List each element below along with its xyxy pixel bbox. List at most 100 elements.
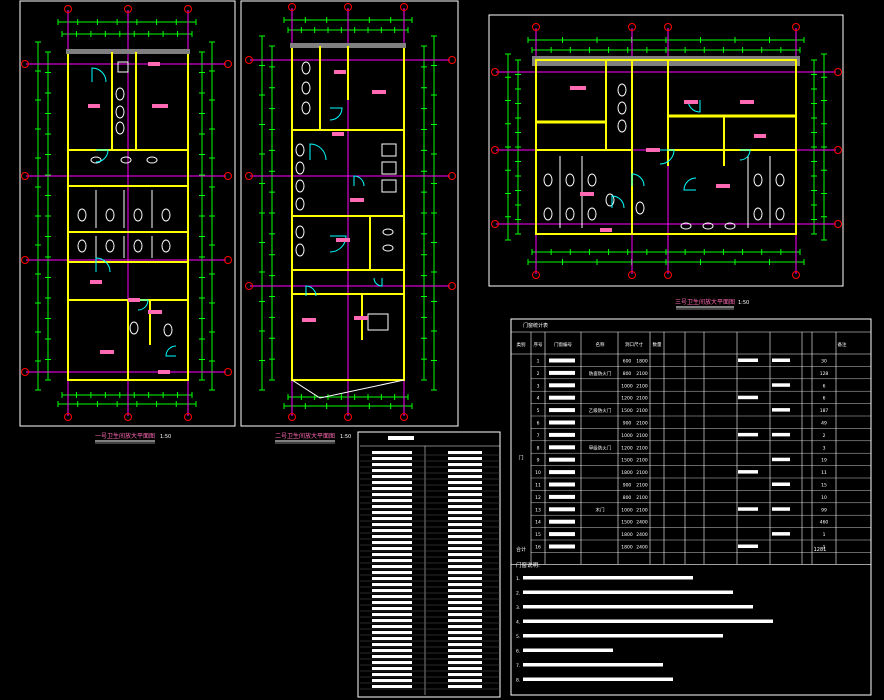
p1-axis-bubble-bottom [64, 413, 72, 421]
schedule-row-name: 乙级防火门 [589, 407, 612, 414]
plan-3 [491, 23, 842, 279]
p2-toilet [295, 197, 305, 211]
schedule-row-qty: 1 [823, 545, 826, 551]
schedule-row-code-bar [549, 395, 575, 400]
plan-1-dimensions [21, 5, 232, 421]
schedule-note-text-bar [523, 590, 733, 594]
p3-axis-bubble-left [491, 68, 499, 76]
schedule-row-code-bar [549, 408, 575, 413]
legend-row-right-bar [448, 535, 482, 538]
schedule-note-text-bar [523, 634, 723, 638]
p2-axis-bubble-top [288, 3, 296, 11]
schedule-row-height: 2100 [636, 470, 648, 476]
p2-shaft [367, 313, 389, 331]
schedule-row-name: 甲级防火门 [589, 444, 612, 451]
schedule-row-code-bar [549, 532, 575, 537]
plan-2 [245, 3, 456, 421]
legend-row-left-bar [372, 481, 412, 484]
p2-stall [381, 179, 397, 193]
plan-3-fixtures [543, 83, 785, 232]
p2-axis-bubble-bottom [344, 413, 352, 421]
legend-row-left-bar [372, 631, 412, 634]
schedule-row-no: 6 [537, 421, 540, 427]
legend-row-left-bar [372, 517, 412, 520]
p2-axis-bubble-right [448, 172, 456, 180]
schedule-row-height: 2100 [636, 421, 648, 427]
p3-axis-bubble-left [491, 146, 499, 154]
p1-room-label [128, 298, 140, 302]
schedule-row-no: 16 [535, 545, 541, 551]
p1-toilet [163, 323, 173, 337]
p2-axis-bubble-right [448, 56, 456, 64]
p1-top-wall-band [66, 49, 190, 54]
schedule-row-no: 8 [537, 445, 540, 451]
schedule-row-height: 2100 [636, 445, 648, 451]
plan-3-frame [488, 14, 844, 287]
legend-row-right-bar [448, 571, 482, 574]
p3-axis-bubble-right [834, 146, 842, 154]
p2-top-wall-band [290, 43, 406, 48]
schedule-row-code-bar [549, 457, 575, 462]
schedule-row-code-bar [549, 432, 575, 437]
legend-row-right-bar [448, 595, 482, 598]
p2-toilet [295, 243, 305, 257]
schedule-header-cell: 门窗编号 [554, 341, 572, 348]
schedule-row-qty: 11 [821, 470, 827, 476]
legend-row-right-bar [448, 577, 482, 580]
schedule-row-height: 2100 [636, 408, 648, 414]
schedule-row-width: 1200 [621, 445, 633, 451]
legend-row-left-bar [372, 613, 412, 616]
p1-room-label [90, 280, 102, 284]
schedule-row-no: 13 [535, 507, 541, 513]
p1-door [95, 257, 111, 273]
schedule-note-no: 5. [516, 634, 520, 640]
schedule-frame [510, 318, 872, 696]
schedule-row-height: 2100 [636, 383, 648, 389]
schedule-row-code-bar [549, 445, 575, 450]
p1-toilet [115, 105, 125, 119]
p3-toilet [587, 173, 597, 187]
schedule-total-label: 合计 [516, 546, 526, 553]
p2-toilet [295, 143, 305, 157]
p1-sink [90, 156, 102, 164]
schedule-row-height: 2100 [636, 396, 648, 402]
legend-row-left-bar [372, 583, 412, 586]
legend-row-left-bar [372, 511, 412, 514]
legend-row-left-bar [372, 661, 412, 664]
legend-row-right-bar [448, 547, 482, 550]
p3-door [683, 177, 697, 191]
p3-room-label [580, 192, 594, 196]
p3-room-label [570, 86, 586, 90]
schedule-row-no: 15 [535, 532, 541, 538]
p2-room-label [354, 316, 368, 320]
plan-2-frame [240, 0, 459, 427]
p3-toilet [543, 207, 553, 221]
p2-room-label [336, 238, 350, 242]
p1-toilet [105, 208, 115, 222]
legend-row-right-bar [448, 541, 482, 544]
legend-row-left-bar [372, 553, 412, 556]
p1-room-label [148, 310, 162, 314]
p1-toilet [77, 208, 87, 222]
schedule-note-text-bar [523, 663, 663, 667]
schedule-note-no: 1. [516, 576, 520, 582]
legend-row-left-bar [372, 685, 412, 688]
schedule-total-qty: 1281 [814, 547, 827, 553]
schedule-row-spec-bar [772, 507, 790, 511]
legend-row-right-bar [448, 553, 482, 556]
plan-1-title: 一号卫生间放大平面图 [95, 432, 155, 440]
legend-row-left-bar [372, 457, 412, 460]
legend-row-right-bar [448, 685, 482, 688]
schedule-row-height: 2400 [636, 520, 648, 526]
schedule-row-height: 2100 [636, 458, 648, 464]
p3-axis-bubble-bottom [628, 271, 636, 279]
schedule-row-qty: 128 [820, 371, 829, 377]
schedule-row-no: 7 [537, 433, 540, 439]
schedule-note-text-bar [523, 677, 673, 681]
p1-toilet [129, 321, 139, 335]
plan-1-fixtures [77, 61, 177, 374]
p1-axis-bubble-right [224, 60, 232, 68]
p2-room-label [334, 70, 346, 74]
p2-axis-bubble-bottom [288, 413, 296, 421]
